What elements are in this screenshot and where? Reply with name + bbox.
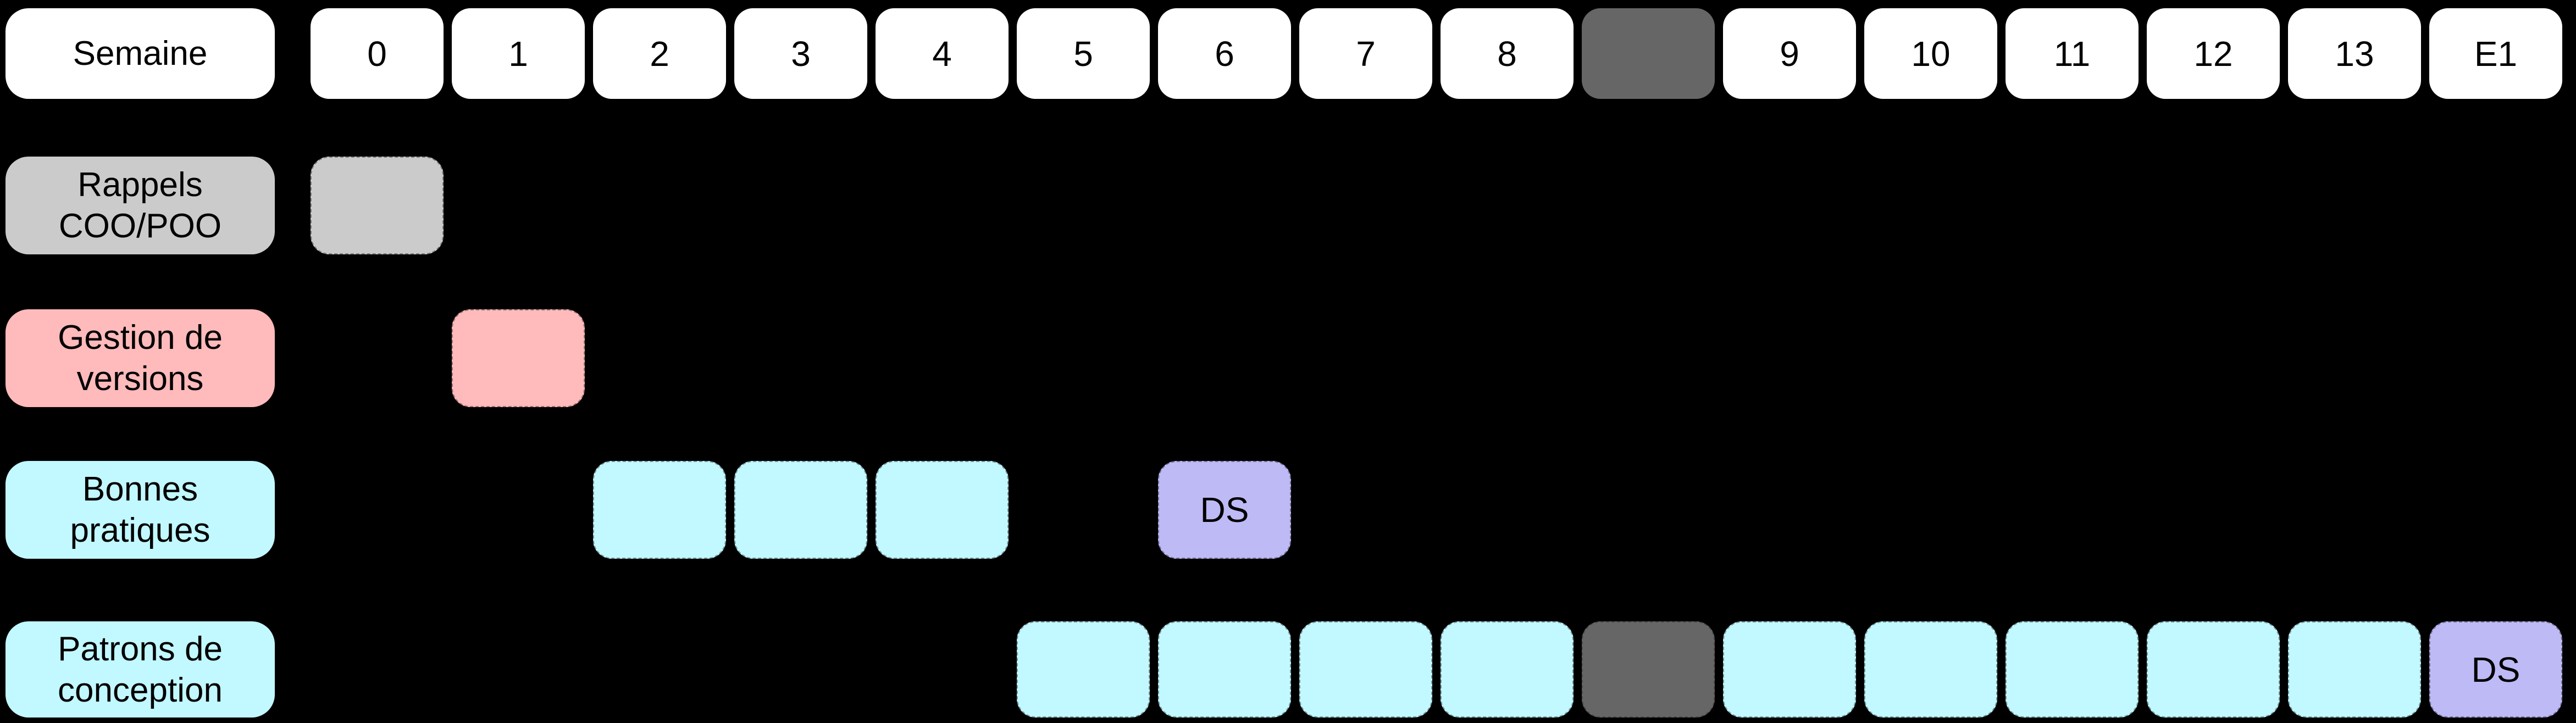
header-cell-week-10: 10 <box>1864 8 1997 99</box>
header-cell-week-1: 1 <box>452 8 585 99</box>
row-label-line: versions <box>76 360 204 398</box>
cell-bonnes-pratiques-week-3 <box>734 461 867 559</box>
header-cell-week-5: 5 <box>1017 8 1150 99</box>
week-header-label: Semaine <box>5 8 275 99</box>
header-cell-week-E1: E1 <box>2429 8 2562 99</box>
header-cell-week-11: 11 <box>2006 8 2139 99</box>
header-cell-week-3: 3 <box>734 8 867 99</box>
cell-patrons-de-conception-week-9 <box>1723 621 1856 718</box>
cell-patrons-de-conception-week-5 <box>1017 621 1150 718</box>
row-label-line: Patrons de <box>58 630 223 668</box>
header-cell-week-8: 8 <box>1441 8 1574 99</box>
row-label-line: Gestion de <box>58 319 223 357</box>
header-cell-break <box>1582 8 1715 99</box>
cell-patrons-de-conception-break <box>1582 621 1715 718</box>
cell-gestion-de-versions-week-1 <box>452 309 585 407</box>
cell-patrons-de-conception-week-8 <box>1441 621 1574 718</box>
row-label-line: Bonnes <box>82 470 198 508</box>
cell-bonnes-pratiques-week-2 <box>593 461 726 559</box>
row-label-line: conception <box>58 671 223 709</box>
header-cell-week-13: 13 <box>2288 8 2421 99</box>
ds-cell-patrons-de-conception-week-E1: DS <box>2429 621 2562 718</box>
row-label-line: pratiques <box>70 511 210 549</box>
cell-patrons-de-conception-week-6 <box>1158 621 1291 718</box>
row-label-line: COO/POO <box>58 207 222 245</box>
row-label-line: Rappels <box>77 166 203 204</box>
cell-patrons-de-conception-week-11 <box>2006 621 2139 718</box>
cell-rappels-coo-poo-week-0 <box>311 157 444 254</box>
header-cell-week-7: 7 <box>1299 8 1432 99</box>
cell-patrons-de-conception-week-13 <box>2288 621 2421 718</box>
ds-cell-bonnes-pratiques-week-6: DS <box>1158 461 1291 559</box>
header-cell-week-6: 6 <box>1158 8 1291 99</box>
cell-patrons-de-conception-week-10 <box>1864 621 1997 718</box>
header-cell-week-12: 12 <box>2147 8 2280 99</box>
header-cell-week-4: 4 <box>876 8 1009 99</box>
header-cell-week-0: 0 <box>311 8 444 99</box>
cell-bonnes-pratiques-week-4 <box>876 461 1009 559</box>
cell-patrons-de-conception-week-12 <box>2147 621 2280 718</box>
cell-patrons-de-conception-week-7 <box>1299 621 1432 718</box>
header-cell-week-9: 9 <box>1723 8 1856 99</box>
header-cell-week-2: 2 <box>593 8 726 99</box>
